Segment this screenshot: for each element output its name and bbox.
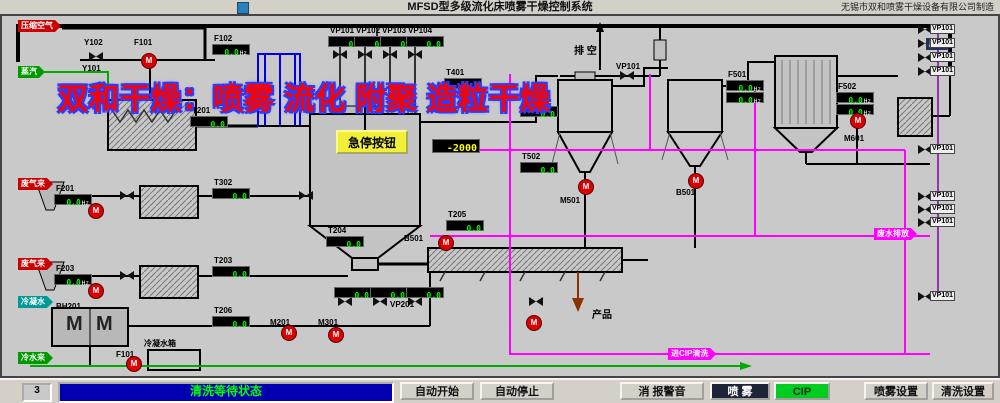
equipment-label: M601 xyxy=(844,134,865,143)
pump-icon: M xyxy=(88,283,104,299)
equipment-label: VP101 xyxy=(616,62,641,71)
equipment-label: 产品 xyxy=(592,310,612,321)
pipe-tag: 冷凝水 xyxy=(18,296,53,308)
pump-icon: M xyxy=(281,325,297,341)
auto-start-button[interactable]: 自动开始 xyxy=(400,382,474,400)
pipe-tag: 压缩空气 xyxy=(18,20,61,32)
diagram-overlay: 双和干燥：喷雾 流化 附聚 造粒干燥 急停按钮 压缩空气蒸汽废气来废气来冷凝水冷… xyxy=(0,14,1000,378)
equipment-label: F101 xyxy=(134,38,153,47)
mute-alarm-button[interactable]: 消 报警音 xyxy=(620,382,704,400)
equipment-label: Y101 xyxy=(82,64,101,73)
spray-settings-button[interactable]: 喷雾设置 xyxy=(864,382,928,400)
spray-button[interactable]: 喷 雾 xyxy=(710,382,770,400)
equipment-label: VP101 xyxy=(930,38,956,48)
display-value: 0.0 xyxy=(370,286,408,300)
equipment-label: VP101 xyxy=(930,291,956,301)
manufacturer-label: 无锡市双和喷雾干燥设备有限公司制造 xyxy=(840,2,994,12)
equipment-label: M301 xyxy=(318,318,339,327)
page-indicator[interactable]: 3 xyxy=(22,383,52,402)
equipment-label: VP201 xyxy=(390,300,415,309)
equipment-label: VP101 xyxy=(930,191,956,201)
equipment-label: VP101 xyxy=(930,204,956,214)
pump-icon: M xyxy=(141,53,157,69)
pump-icon: M xyxy=(526,315,542,331)
pump-icon: M xyxy=(438,235,454,251)
vendor-watermark: 双和干燥：喷雾 流化 附聚 造粒干燥 xyxy=(58,83,552,116)
pump-icon: M xyxy=(126,356,142,372)
display-value: 0.0 xyxy=(334,286,372,300)
equipment-label: VP101 xyxy=(930,66,956,76)
equipment-label: BH201 xyxy=(56,302,81,311)
equipment-label: B501 xyxy=(404,234,424,243)
pump-icon: M xyxy=(578,179,594,195)
title-icon xyxy=(237,2,249,14)
auto-stop-button[interactable]: 自动停止 xyxy=(480,382,554,400)
display-value: -2000 xyxy=(432,138,480,154)
pipe-tag: 进CIP清洗 xyxy=(668,348,716,360)
equipment-label: 冷凝水箱 xyxy=(144,339,176,348)
pipe-tag: 废水排放 xyxy=(874,228,917,240)
equipment-label: F101 xyxy=(116,350,135,359)
pipe-tag: 冷水来 xyxy=(18,352,53,364)
equipment-label: M501 xyxy=(560,196,581,205)
pump-icon: M xyxy=(850,113,866,129)
pump-icon: M xyxy=(688,173,704,189)
equipment-label: 排 空 xyxy=(574,46,597,57)
pipe-tag: 蒸汽 xyxy=(18,66,45,78)
emergency-stop-button[interactable]: 急停按钮 xyxy=(336,130,408,154)
equipment-label: Y102 xyxy=(84,38,103,47)
process-diagram-area: 双和干燥：喷雾 流化 附聚 造粒干燥 急停按钮 压缩空气蒸汽废气来废气来冷凝水冷… xyxy=(0,14,1000,378)
title-bar: MFSD型多级流化床喷雾干燥控制系统 无锡市双和喷雾干燥设备有限公司制造 xyxy=(0,0,1000,15)
equipment-label: VP101 xyxy=(930,144,956,154)
pump-icon: M xyxy=(88,203,104,219)
equipment-label: VP101 xyxy=(930,217,956,227)
page-title: MFSD型多级流化床喷雾干燥控制系统 xyxy=(407,1,593,13)
motor-icon: M xyxy=(66,313,83,335)
pipe-tag: 废气来 xyxy=(18,258,53,270)
equipment-label: M201 xyxy=(270,318,291,327)
equipment-label: VP101 xyxy=(930,52,956,62)
pump-icon: M xyxy=(328,327,344,343)
equipment-label: VP101 xyxy=(930,24,956,34)
motor-icon: M xyxy=(96,313,113,335)
equipment-label: B501 xyxy=(676,188,696,197)
clean-settings-button[interactable]: 清洗设置 xyxy=(932,382,994,400)
display-value: 0.0 xyxy=(406,286,444,300)
pipe-tag: 废气来 xyxy=(18,178,53,190)
cip-button[interactable]: CIP xyxy=(774,382,830,400)
